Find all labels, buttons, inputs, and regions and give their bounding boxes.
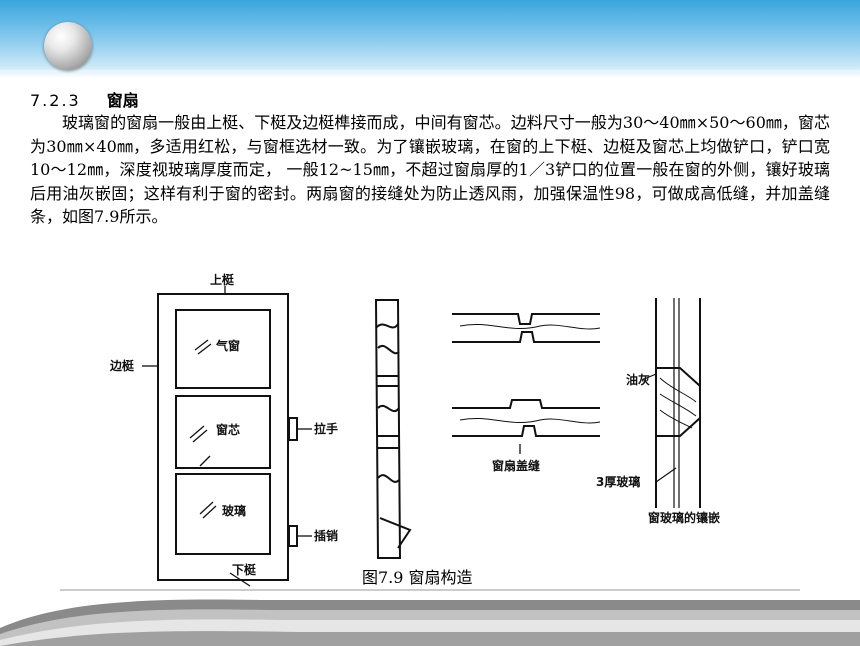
vent-pane-frame — [175, 309, 271, 389]
label-glazing-detail: 窗玻璃的镶嵌 — [648, 510, 720, 525]
label-side-rail: 边梃 — [109, 358, 134, 373]
label-glass: 玻璃 — [222, 503, 246, 518]
label-glass-3mm: 3厚玻璃 — [596, 474, 640, 489]
label-bottom-rail: 下梃 — [232, 562, 256, 577]
label-cover-strip: 窗扇盖缝 — [492, 458, 540, 473]
sphere-ornament-icon — [44, 22, 92, 70]
header-stripe — [0, 70, 860, 73]
header-band — [0, 0, 860, 78]
section-title: 窗扇 — [106, 91, 139, 110]
sash-section — [374, 299, 412, 559]
window-sash-figure: 上梃 边梃 气窗 窗芯 玻璃 拉手 插销 下梃 窗扇盖缝 — [109, 272, 720, 587]
glazing-detail — [641, 298, 701, 508]
figure-caption: 图7.9 窗扇构造 — [362, 568, 473, 587]
label-vent-pane: 气窗 — [215, 338, 240, 353]
lower-pane-frame — [175, 473, 271, 555]
section-number: 7.2.3 — [30, 91, 81, 110]
label-top-rail: 上梃 — [210, 272, 234, 287]
label-handle: 拉手 — [314, 421, 338, 436]
section-heading: 7.2.3 窗扇 — [30, 87, 139, 111]
cover-strip-detail — [452, 313, 601, 454]
sash-elevation — [157, 293, 298, 581]
sash-outer-frame — [157, 293, 289, 581]
body-paragraph: 玻璃窗的窗扇一般由上梃、下梃及边梃榫接而成，中间有窗芯。边料尺寸一般为30～40… — [30, 113, 830, 226]
label-bolt: 插销 — [314, 528, 338, 543]
label-putty: 油灰 — [626, 372, 650, 387]
footer-decoration — [0, 589, 860, 646]
middle-pane-frame — [175, 395, 271, 469]
label-mullion: 窗芯 — [216, 422, 240, 437]
